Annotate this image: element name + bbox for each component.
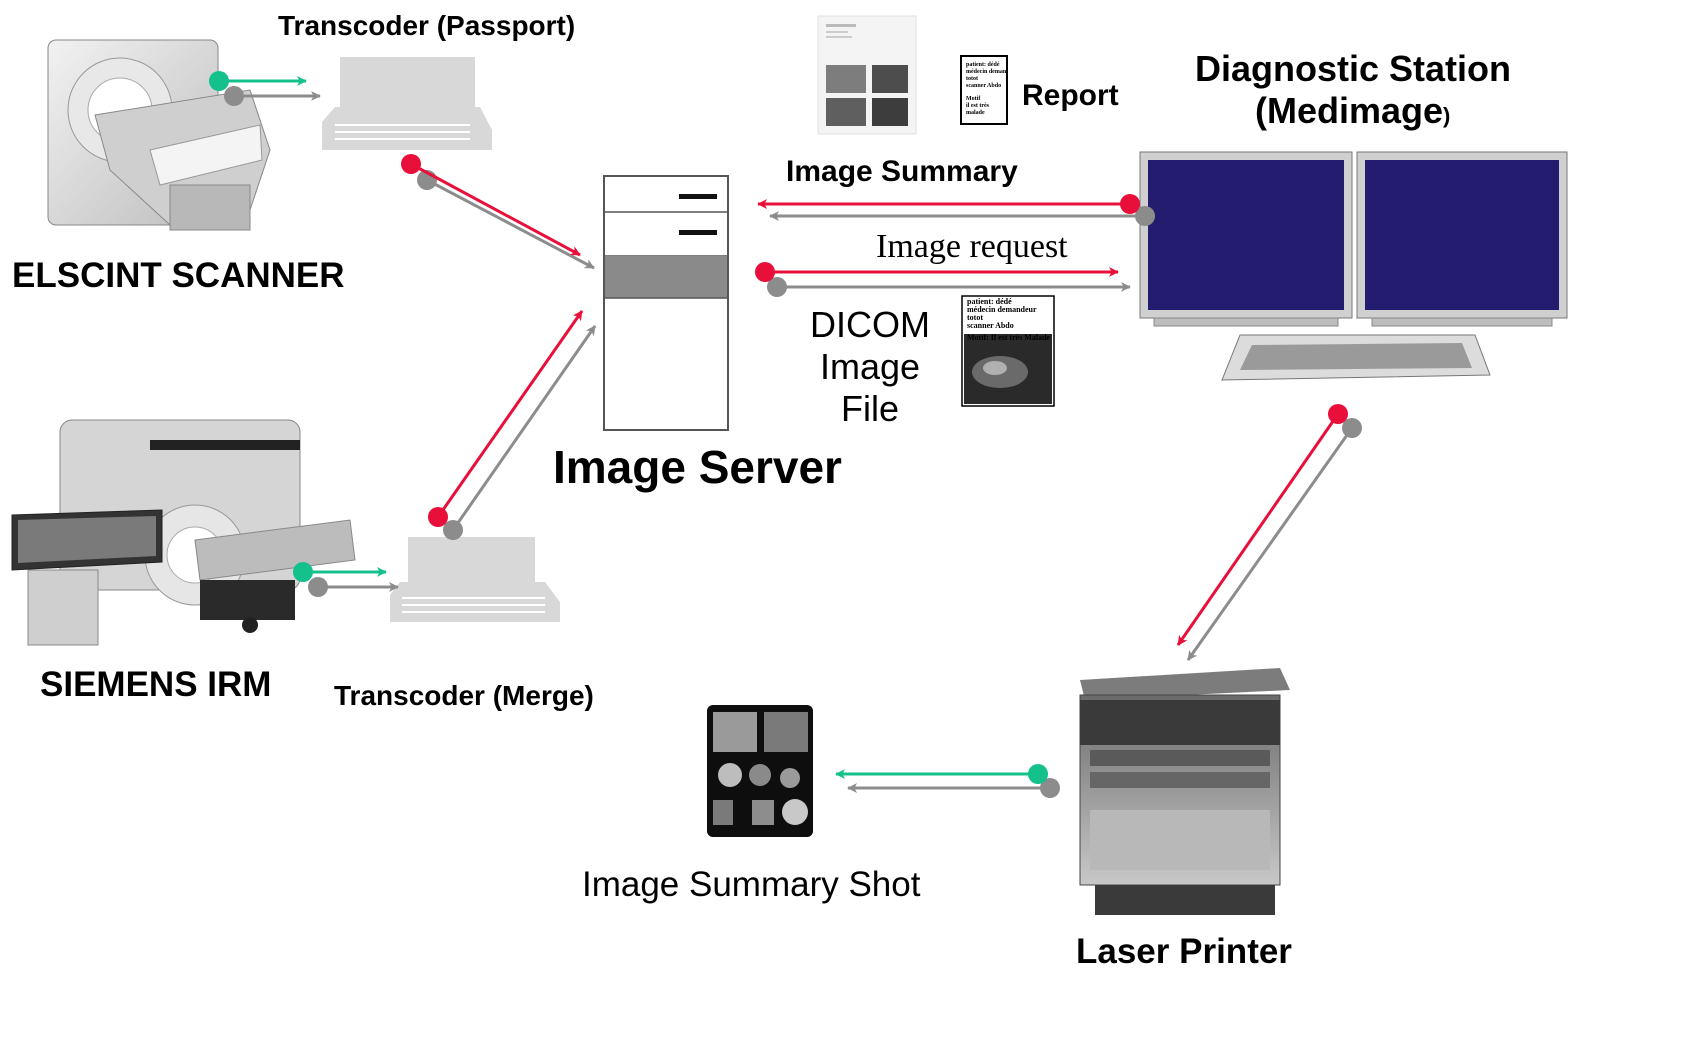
dicom-line: patient: dédé — [967, 297, 1012, 306]
dicom-file-document — [961, 295, 1055, 407]
medimage-paren: ) — [1443, 103, 1451, 128]
laser-printer-image — [1079, 668, 1290, 915]
report-line: totot — [966, 76, 978, 82]
report-label: Report — [1022, 79, 1119, 112]
report-line: il est très — [966, 103, 989, 109]
image-summary-shot-image — [707, 705, 813, 837]
arrow-station-to-server — [757, 194, 1155, 226]
arrow-scanner-to-passport — [209, 71, 321, 106]
image-summary-label: Image Summary — [786, 155, 1018, 188]
report-doc-text: patient: dédé médecin deman totot scanne… — [966, 62, 1006, 117]
elscint-scanner-image — [47, 39, 271, 231]
dicom-line: Motif: Il est très Malade — [967, 333, 1051, 342]
diagnostic-station-image — [1139, 151, 1568, 381]
image-request-label: Image request — [876, 228, 1068, 265]
diagnostic-station-title: Diagnostic Station — [1195, 48, 1512, 89]
arrow-merge-to-server — [428, 310, 597, 540]
report-line: médecin deman — [966, 69, 1007, 75]
arrow-printer-to-shot — [835, 764, 1060, 798]
dicom-label-line3: File — [840, 388, 899, 429]
report-line: Motif — [966, 96, 981, 102]
transcoder-merge-label: Transcoder (Merge) — [334, 680, 594, 711]
dicom-label-line2: Image — [819, 346, 921, 387]
report-line: malade — [966, 110, 985, 116]
dicom-label-line1: DICOM — [810, 304, 930, 345]
report-line: patient: dédé — [966, 62, 1000, 68]
transcoder-passport-image — [322, 57, 492, 150]
dicom-line: totot — [967, 313, 983, 322]
image-server-tower — [603, 175, 729, 431]
dicom-doc-text: patient: dédé médecin demandeur totot sc… — [967, 298, 1050, 342]
image-server-label: Image Server — [553, 441, 842, 493]
transcoder-passport-label: Transcoder (Passport) — [278, 10, 576, 41]
diagnostic-station-subtitle: (Medimage) — [1255, 90, 1450, 132]
arrow-irm-to-merge — [293, 562, 399, 597]
arrow-passport-to-server — [401, 154, 595, 270]
dicom-line: scanner Abdo — [967, 321, 1014, 330]
siemens-irm-image — [11, 419, 356, 646]
laser-printer-label: Laser Printer — [1076, 932, 1292, 971]
dicom-line: médecin demandeur — [967, 305, 1037, 314]
medimage-text: (Medimage — [1255, 90, 1444, 131]
arrow-station-to-printer — [1176, 404, 1362, 661]
report-document — [960, 55, 1008, 125]
report-line: scanner Abdo — [966, 83, 1002, 89]
elscint-scanner-label: ELSCINT SCANNER — [12, 256, 345, 295]
siemens-irm-label: SIEMENS IRM — [40, 665, 272, 704]
image-summary-thumbnail — [817, 15, 917, 135]
image-summary-shot-label: Image Summary Shot — [582, 865, 921, 904]
transcoder-merge-image — [390, 537, 560, 622]
arrow-server-to-station — [755, 262, 1131, 297]
